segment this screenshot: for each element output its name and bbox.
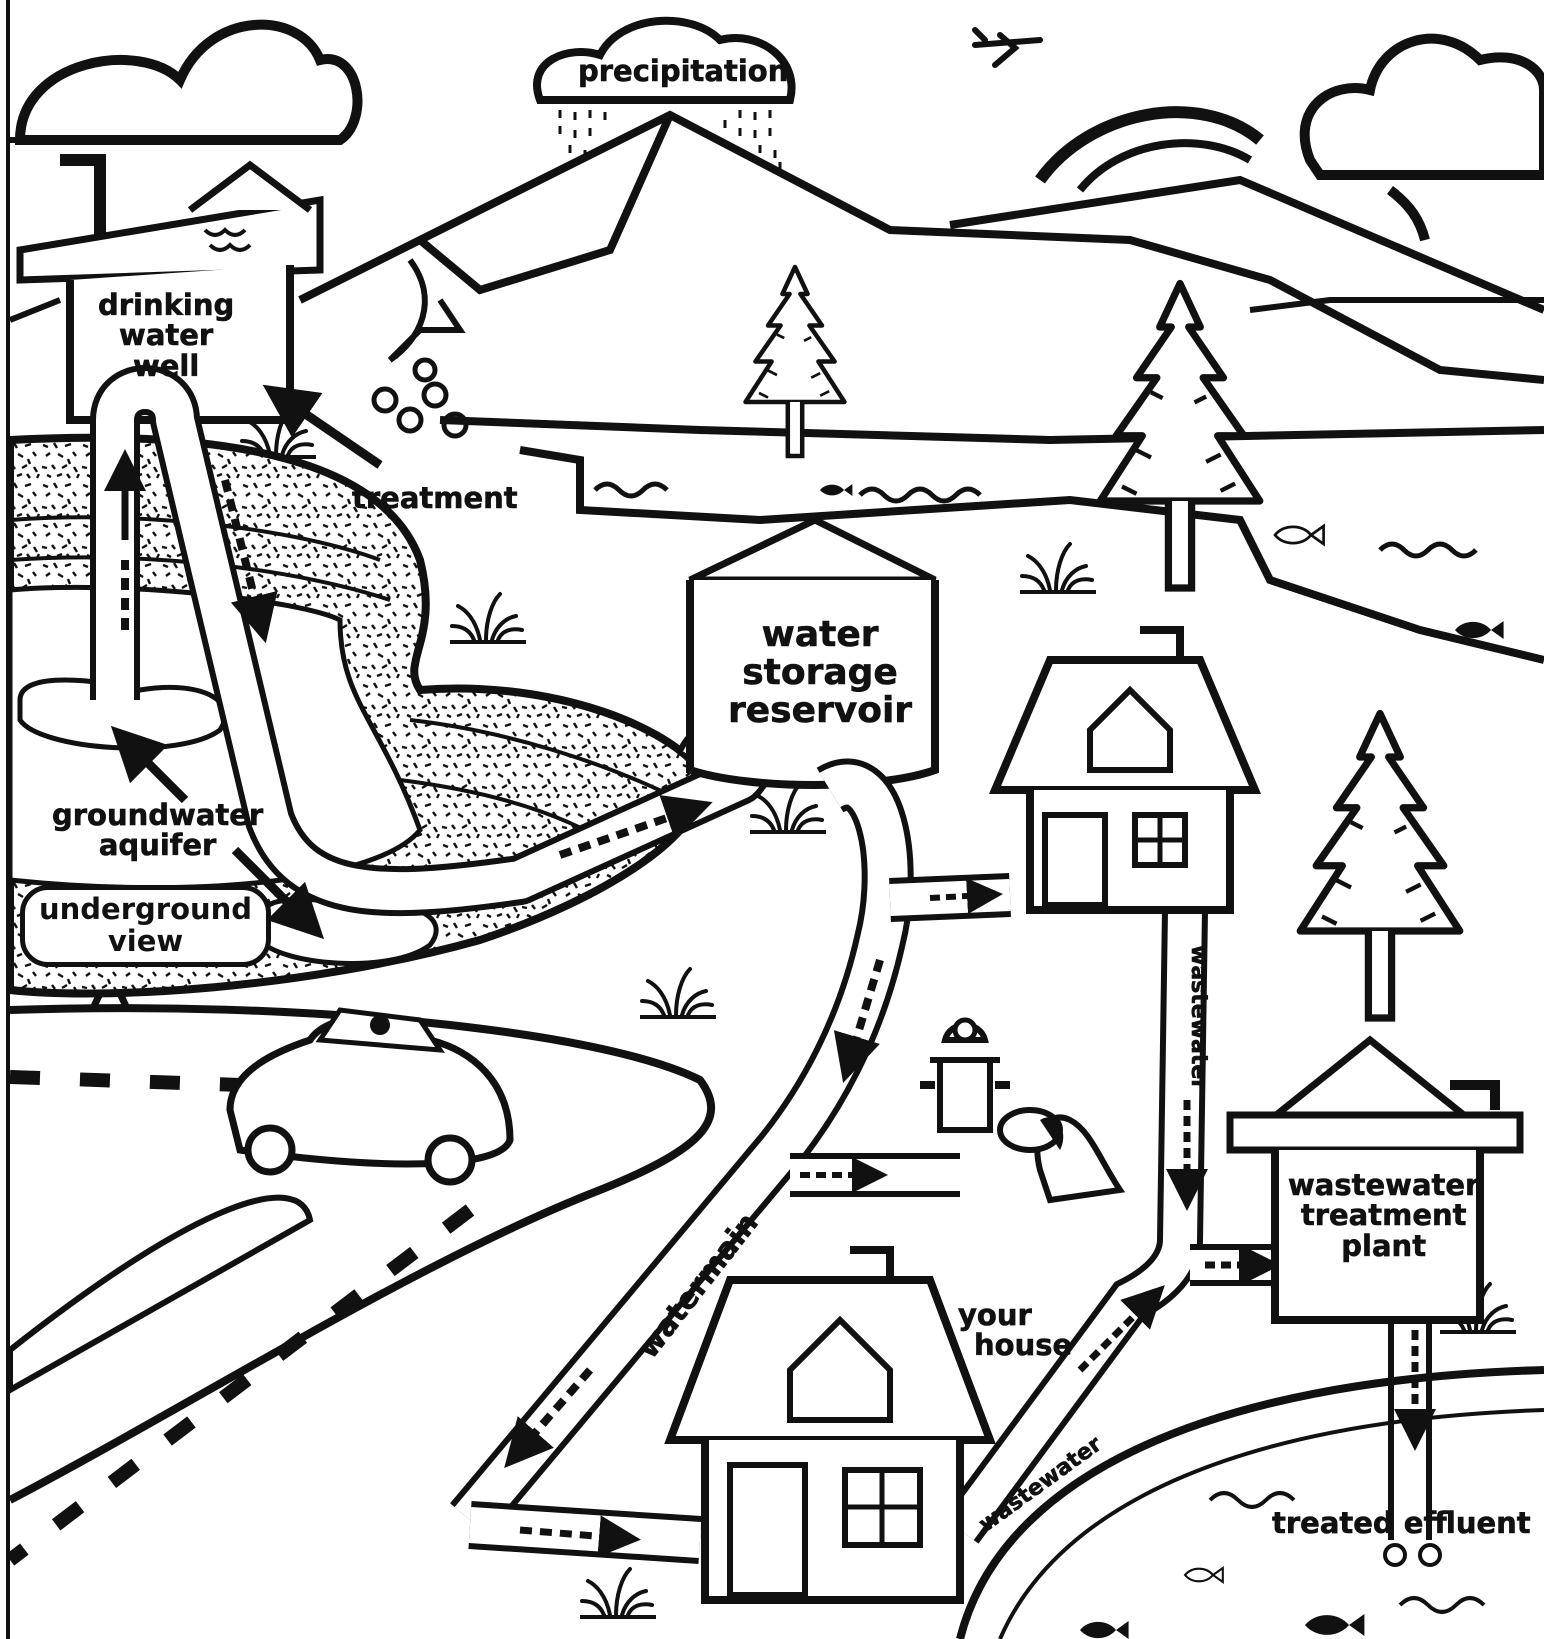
cloud-right — [1040, 39, 1544, 240]
label-line: reservoir — [728, 692, 912, 730]
label-line: house — [958, 1330, 1072, 1360]
label-line: wastewater — [1288, 1170, 1479, 1200]
treatment-label: treatment — [352, 483, 518, 513]
cloud-left — [20, 25, 357, 140]
tree-right-upper — [1100, 284, 1260, 589]
underground-view-label: underground view — [20, 885, 271, 967]
drinking-water-well-label: drinking water well — [98, 290, 234, 381]
label-line: your — [958, 1300, 1072, 1330]
treated-effluent-label: treated effluent — [1272, 1508, 1531, 1538]
dog-icon — [1000, 1110, 1120, 1200]
tree-mid — [746, 267, 845, 456]
wastewater-treatment-plant-label: wastewater treatment plant — [1288, 1170, 1479, 1261]
label-line: well — [98, 351, 234, 381]
lake — [440, 420, 1544, 660]
waterfall-rocks — [374, 260, 466, 436]
groundwater-aquifer-label: groundwater aquifer — [52, 800, 263, 861]
label-line: view — [39, 926, 252, 958]
water-storage-reservoir-label: water storage reservoir — [728, 616, 912, 729]
house-upper — [995, 630, 1255, 910]
label-line: plant — [1288, 1231, 1479, 1261]
airplane-icon — [975, 30, 1040, 65]
label-line: water — [728, 616, 912, 654]
precipitation-label: precipitation — [578, 56, 788, 86]
label-line: groundwater — [52, 800, 263, 830]
label-line: water — [98, 320, 234, 350]
your-house-label: your house — [958, 1300, 1072, 1361]
precipitation-cloud — [537, 21, 792, 170]
label-line: treatment — [1288, 1200, 1479, 1230]
label-line: drinking — [98, 290, 234, 320]
wastewater-vertical-label: wastewater — [1187, 945, 1210, 1090]
label-line: storage — [728, 654, 912, 692]
label-line: underground — [39, 894, 252, 926]
fire-hydrant-icon — [920, 1020, 1010, 1130]
tree-right-lower — [1300, 714, 1460, 1019]
your-house — [670, 1250, 990, 1600]
label-line: aquifer — [52, 830, 263, 860]
